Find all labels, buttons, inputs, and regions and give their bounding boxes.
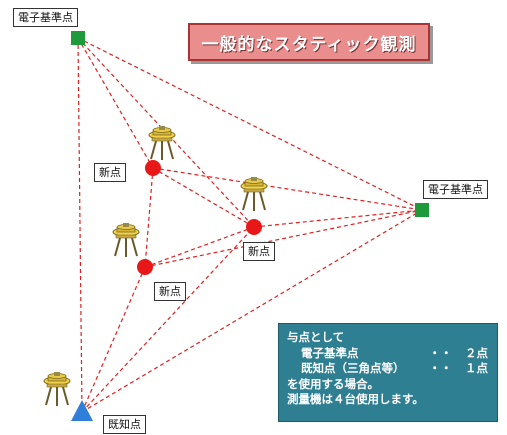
label-new-point-3: 新点	[154, 282, 186, 301]
baseline	[144, 226, 255, 268]
baseline	[77, 37, 423, 211]
survey-instrument-icon	[43, 371, 71, 407]
baseline	[144, 209, 423, 268]
info-panel: 与点として 電子基準点 ・・ ２点 既知点（三角点等） ・・ １点 を使用する場…	[278, 323, 498, 422]
info-item-count: １点	[465, 361, 488, 375]
info-item-dots: ・・	[429, 361, 452, 375]
label-reference-station-top: 電子基準点	[13, 8, 78, 27]
baseline	[77, 37, 83, 413]
baseline	[152, 167, 255, 228]
survey-instrument-icon	[112, 222, 140, 258]
info-line: 与点として	[287, 330, 345, 344]
reference-station-marker	[71, 31, 85, 45]
survey-instrument-icon	[148, 125, 176, 161]
label-known-point: 既知点	[103, 415, 146, 434]
baseline	[77, 37, 154, 169]
new-point-marker	[145, 160, 161, 176]
info-item-known-point: 既知点（三角点等） ・・ １点	[287, 361, 489, 377]
new-point-marker	[246, 219, 262, 235]
new-point-marker	[137, 259, 153, 275]
reference-station-marker	[415, 203, 429, 217]
info-item-count: ２点	[465, 345, 488, 360]
known-point-marker	[71, 400, 93, 421]
baseline	[81, 209, 423, 413]
label-new-point-1: 新点	[94, 163, 126, 182]
info-item-reference-station: 電子基準点 ・・ ２点	[287, 346, 489, 362]
label-new-point-2: 新点	[243, 242, 275, 261]
baseline	[81, 226, 255, 413]
baseline	[81, 266, 146, 413]
baseline	[144, 167, 154, 268]
info-item-name: 電子基準点	[301, 345, 359, 360]
info-item-name: 既知点（三角点等）	[301, 361, 405, 375]
info-item-dots: ・・	[429, 345, 452, 360]
label-reference-station-right: 電子基準点	[423, 180, 488, 199]
baseline	[152, 167, 423, 211]
info-line: を使用する場合。	[287, 376, 379, 391]
survey-instrument-icon	[240, 176, 268, 212]
info-line: 測量機は４台使用します。	[287, 392, 424, 406]
baseline	[253, 209, 423, 228]
diagram-title: 一般的なスタティック観測	[188, 23, 430, 61]
